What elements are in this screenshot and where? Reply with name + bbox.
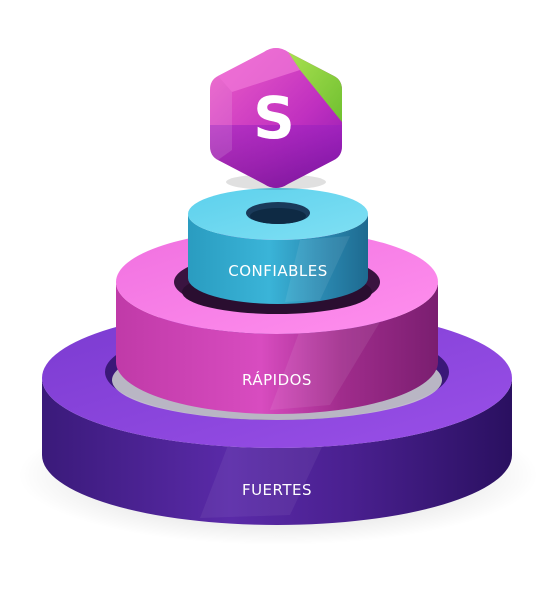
hexagon-s-logo-icon: S [210, 48, 342, 190]
logo-green-facet [288, 52, 342, 122]
tier-fuertes-label: FUERTES [242, 481, 312, 499]
tier-confiables-label: CONFIABLES [228, 262, 327, 280]
tier-fuertes-side [42, 378, 512, 525]
tier-rapidos-side [116, 282, 438, 414]
logo-letter: S [253, 84, 295, 152]
tier-confiables: CONFIABLES [188, 188, 368, 304]
tier-confiables-side [188, 214, 368, 304]
tier-rapidos-label: RÁPIDOS [242, 370, 312, 389]
